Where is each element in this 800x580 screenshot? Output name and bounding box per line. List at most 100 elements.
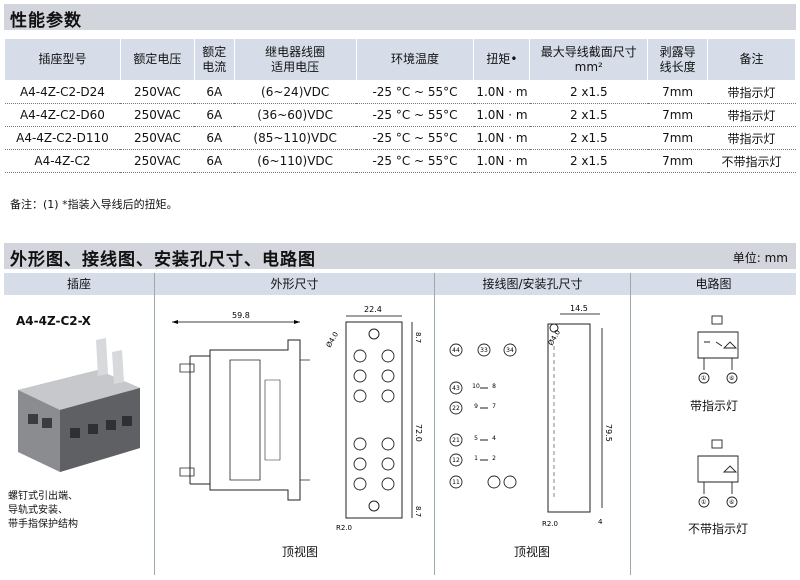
- torque-note: 备注：(1) *指装入导线后的扭矩。: [10, 198, 178, 211]
- circuit-with-led-label: 带指示灯: [690, 399, 739, 413]
- dim-height: 72.0: [414, 424, 423, 442]
- svg-text:9: 9: [474, 403, 478, 410]
- mount-dim-height: 79.5: [604, 424, 613, 442]
- spec-header-cell: 插座型号: [4, 38, 121, 81]
- table-cell: -25 °C ~ 55°C: [356, 103, 474, 127]
- socket-product-image: [18, 338, 140, 472]
- table-cell: 2 x1.5: [529, 103, 648, 127]
- mount-dim-hole: Ø4.0: [547, 329, 562, 347]
- table-cell: A4-4Z-C2-D110: [4, 126, 121, 150]
- svg-text:10: 10: [472, 383, 480, 390]
- dim-offset-bottom: 8.7: [414, 506, 422, 517]
- svg-text:①: ①: [701, 375, 706, 382]
- diagram-title-bar: 外形图、接线图、安装孔尺寸、电路图 单位: mm: [4, 243, 796, 270]
- col-header-circuit: 电路图: [631, 273, 796, 295]
- svg-text:33: 33: [480, 347, 488, 354]
- table-cell: 1.0N · m: [473, 149, 530, 173]
- circuit-with-led: ① ⑥: [697, 315, 739, 384]
- table-cell: 带指示灯: [707, 103, 796, 127]
- table-cell: A4-4Z-C2: [4, 149, 121, 173]
- table-cell: 250VAC: [120, 149, 195, 173]
- table-cell: 250VAC: [120, 103, 195, 127]
- svg-text:2: 2: [492, 455, 496, 462]
- outline-top-view-label: 顶视图: [282, 545, 319, 559]
- svg-text:7: 7: [492, 403, 496, 410]
- svg-text:⑥: ⑥: [729, 499, 734, 506]
- table-cell: 7mm: [647, 80, 708, 104]
- table-cell: 1.0N · m: [473, 80, 530, 104]
- socket-model: A4-4Z-C2-X: [16, 314, 91, 328]
- wiring-diagram: 44 33 34 43 10 8 22 9 7 21 5 4 12 1 2 11: [449, 343, 517, 489]
- col-header-socket: 插座: [4, 273, 154, 295]
- unit-label: 单位: mm: [732, 251, 788, 265]
- spec-header-cell: 继电器线圈适用电压: [233, 38, 357, 81]
- table-cell: (85~110)VDC: [234, 126, 357, 150]
- spec-header-cell: 备注: [707, 38, 796, 81]
- table-cell: 2 x1.5: [529, 80, 648, 104]
- dim-width: 59.8: [232, 311, 250, 320]
- mounting-hole-view: 14.5 79.5 Ø4.0 R2.0 4: [542, 304, 613, 528]
- table-cell: 不带指示灯: [707, 149, 796, 173]
- spec-header-cell: 环境温度: [355, 38, 475, 81]
- table-cell: 250VAC: [120, 80, 195, 104]
- circuit-without-led: ① ⑥: [697, 439, 739, 508]
- svg-text:34: 34: [506, 347, 514, 354]
- wiring-top-view-label: 顶视图: [514, 545, 551, 559]
- col-header-outline: 外形尺寸: [155, 273, 434, 295]
- table-cell: 6A: [194, 103, 235, 127]
- svg-text:43: 43: [452, 385, 460, 392]
- svg-text:⑥: ⑥: [729, 375, 734, 382]
- table-cell: -25 °C ~ 55°C: [356, 149, 474, 173]
- spec-header-cell: 扭矩•: [473, 38, 531, 81]
- svg-text:4: 4: [492, 435, 496, 442]
- table-cell: -25 °C ~ 55°C: [356, 80, 474, 104]
- divider: [154, 273, 155, 575]
- svg-text:5: 5: [474, 435, 478, 442]
- spec-header-cell: 额定电流: [193, 38, 235, 81]
- svg-text:8: 8: [492, 383, 496, 390]
- table-cell: 带指示灯: [707, 80, 796, 104]
- dim-depth: 22.4: [364, 305, 382, 314]
- performance-title-bar: 性能参数: [4, 4, 796, 31]
- circuit-without-led-label: 不带指示灯: [688, 522, 749, 536]
- dim-offset-top: 8.7: [414, 332, 422, 343]
- table-cell: 1.0N · m: [473, 103, 530, 127]
- divider: [630, 273, 631, 575]
- table-cell: 2 x1.5: [529, 126, 648, 150]
- diagram-title: 外形图、接线图、安装孔尺寸、电路图: [10, 250, 316, 270]
- table-cell: -25 °C ~ 55°C: [356, 126, 474, 150]
- divider: [434, 273, 435, 575]
- table-cell: 7mm: [647, 126, 708, 150]
- table-cell: (6~24)VDC: [234, 80, 357, 104]
- svg-text:22: 22: [452, 405, 460, 412]
- table-cell: 7mm: [647, 103, 708, 127]
- table-cell: (6~110)VDC: [234, 149, 357, 173]
- table-cell: A4-4Z-C2-D60: [4, 103, 121, 127]
- dim-radius: R2.0: [336, 524, 352, 532]
- socket-features: 螺钉式引出端、 导轨式安装、 带手指保护结构: [8, 491, 78, 530]
- svg-text:44: 44: [452, 347, 460, 354]
- svg-text:1: 1: [474, 455, 478, 462]
- table-cell: A4-4Z-C2-D24: [4, 80, 121, 104]
- mount-dim-radius: R2.0: [542, 520, 558, 528]
- mount-dim-offset: 4: [598, 518, 603, 526]
- svg-text:11: 11: [452, 479, 460, 486]
- table-cell: 6A: [194, 149, 235, 173]
- outline-top-view: 22.4 Ø4.0 72.0 8.7 8.7 R2.0: [325, 305, 423, 532]
- table-cell: (36~60)VDC: [234, 103, 357, 127]
- table-cell: 6A: [194, 126, 235, 150]
- performance-title: 性能参数: [10, 11, 82, 31]
- spec-header-cell: 额定电压: [119, 38, 195, 81]
- table-cell: 带指示灯: [707, 126, 796, 150]
- table-cell: 2 x1.5: [529, 149, 648, 173]
- svg-text:①: ①: [701, 499, 706, 506]
- svg-text:21: 21: [452, 437, 460, 444]
